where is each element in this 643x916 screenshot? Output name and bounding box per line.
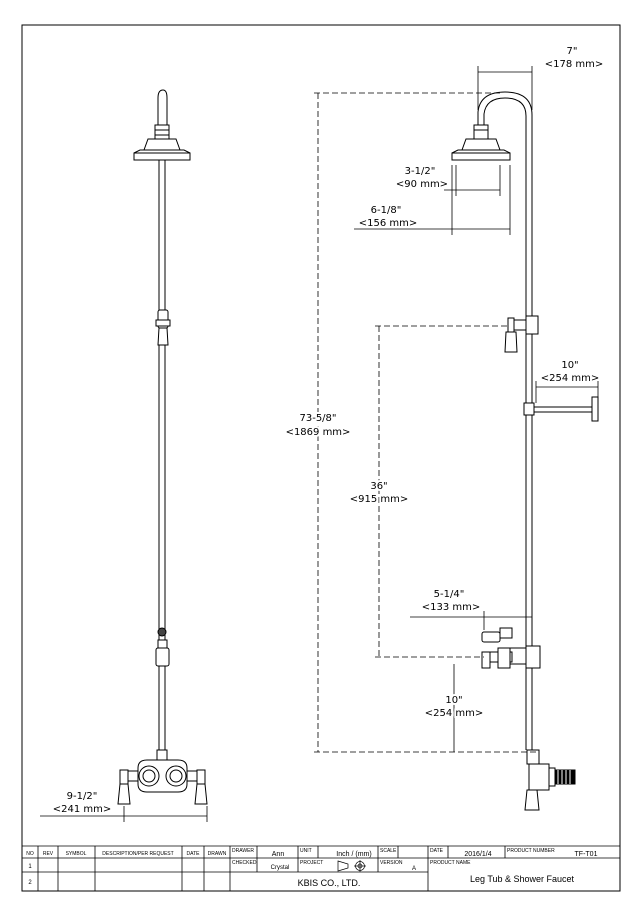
checked-label: CHECKED [232, 860, 257, 866]
unit-value: Inch / (mm) [336, 851, 371, 858]
base-height-imperial: 10" [445, 695, 462, 706]
row-2: 2 [28, 880, 32, 886]
product-number-label: PRODUCT NUMBER [507, 848, 555, 854]
date-label: DATE [430, 848, 444, 854]
unit-label: UNIT [300, 848, 312, 854]
header-no: NO [26, 851, 34, 857]
row-1: 1 [28, 864, 32, 870]
product-number-value: TF-T01 [575, 851, 598, 858]
shelf-metric: <254 mm> [541, 373, 600, 384]
front-view [451, 91, 599, 811]
checked-value: Crystal [271, 865, 290, 871]
header-drawn: DRAWN [208, 851, 227, 857]
spout-imperial: 5-1/4" [434, 589, 465, 600]
shelf-imperial: 10" [561, 360, 578, 371]
header-rev: REV [43, 851, 54, 857]
head-width-imperial: 6-1/8" [371, 205, 402, 216]
drawer-label: DRAWER [232, 848, 254, 854]
base-width-metric: <241 mm> [53, 804, 112, 815]
header-symbol: SYMBOL [66, 851, 87, 857]
product-name-value: Leg Tub & Shower Faucet [470, 874, 575, 884]
dimension-lines [314, 66, 599, 753]
spout-metric: <133 mm> [422, 602, 481, 613]
total-height-imperial: 73-5/8" [299, 413, 336, 424]
head-offset-metric: <178 mm> [545, 59, 604, 70]
total-height-metric: <1869 mm> [286, 427, 351, 438]
date-value: 2016/1/4 [464, 851, 491, 858]
side-view [117, 89, 208, 805]
version-label: VERSION [380, 860, 403, 866]
head-diameter-imperial: 3-1/2" [405, 166, 436, 177]
company-name: KBIS CO., LTD. [298, 878, 361, 888]
header-date: DATE [187, 851, 201, 857]
drawer-value: Ann [272, 851, 285, 858]
project-label: PROJECT [300, 860, 323, 866]
head-width-metric: <156 mm> [359, 218, 418, 229]
valve-height-metric: <915 mm> [350, 494, 409, 505]
header-description: DESCRIPTION/PER REQUEST [102, 851, 173, 857]
base-width-dimension [40, 806, 208, 822]
title-block-text: NO REV SYMBOL DESCRIPTION/PER REQUEST DA… [26, 848, 597, 888]
valve-height-imperial: 36" [370, 481, 387, 492]
drawing-frame [21, 24, 621, 892]
base-width-imperial: 9-1/2" [67, 791, 98, 802]
title-block [22, 845, 620, 891]
base-height-metric: <254 mm> [425, 708, 484, 719]
version-value: A [412, 866, 416, 872]
scale-label: SCALE [380, 848, 397, 854]
projection-symbol [337, 860, 366, 872]
head-offset-imperial: 7" [567, 46, 578, 57]
head-diameter-metric: <90 mm> [396, 179, 448, 190]
product-name-label: PRODUCT NAME [430, 860, 471, 866]
